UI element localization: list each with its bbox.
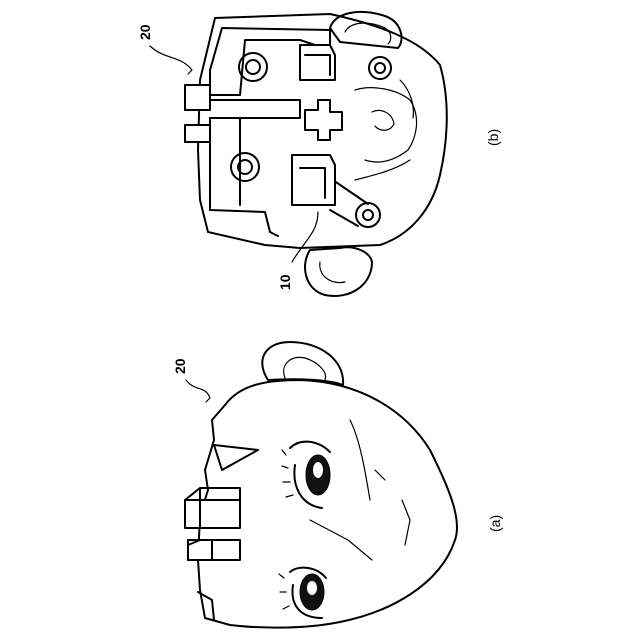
ear-a [261,341,345,386]
shell-outline-b [197,13,448,249]
ear-b-bottom [304,246,373,297]
head-left-edge-a [197,404,226,619]
screw-boss-1-b [238,52,268,82]
screw-boss-3-b [368,56,392,80]
screw-boss-4-b [329,177,381,228]
caption-a: (a) [487,515,503,532]
caption-b: (b) [485,129,501,146]
figure-a [184,341,459,629]
mouth-line-a [349,419,371,501]
ear-a-inner [283,356,327,381]
clip-1-b [299,44,336,81]
face-relief-b [354,87,418,163]
side-tab-b [184,84,211,111]
label-10-b: 10 [277,274,293,290]
eye-lower-a [278,566,327,619]
eye-upper-a [281,440,331,509]
label-20-a: 20 [172,358,188,374]
label-20-b: 20 [137,24,153,40]
inner-frame-b [209,27,331,96]
clip-2-b [304,99,343,141]
figure-b [184,11,448,297]
block-tab-a [184,499,241,529]
head-outline-a [204,379,459,629]
screw-boss-2-b [230,152,260,182]
clip-3-b [291,154,336,206]
